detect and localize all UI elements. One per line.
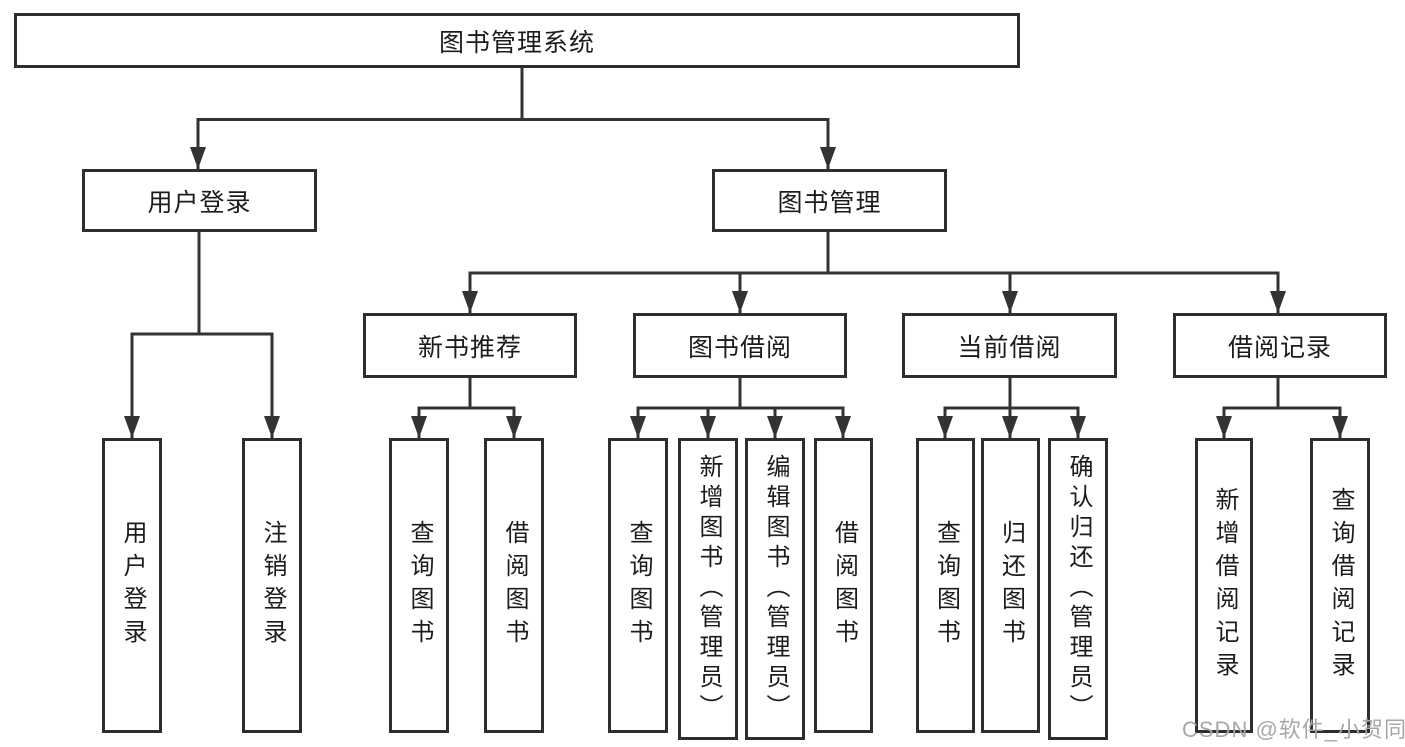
node-logout: 注销登录 <box>242 438 302 733</box>
csdn-watermark: CSDN @软件_小贺同学 <box>1182 717 1405 742</box>
node-query-borrow-record: 查询借阅记录 <box>1310 438 1370 733</box>
node-user-login-leaf: 用户登录 <box>102 438 162 733</box>
node-current-borrow: 当前借阅 <box>902 313 1117 378</box>
node-book-management: 图书管理 <box>712 169 947 232</box>
node-library-system: 图书管理系统 <box>14 13 1020 68</box>
node-edit-books-admin: 编辑图书（管理员） <box>745 438 805 740</box>
node-query-books-current: 查询图书 <box>916 438 975 733</box>
node-query-books-recommend: 查询图书 <box>389 438 449 733</box>
node-new-book-recommend: 新书推荐 <box>363 313 577 378</box>
node-return-books: 归还图书 <box>981 438 1040 733</box>
node-borrow-records: 借阅记录 <box>1173 313 1387 378</box>
node-add-borrow-record: 新增借阅记录 <box>1195 438 1253 733</box>
node-book-borrow: 图书借阅 <box>633 313 847 378</box>
node-confirm-return-admin: 确认归还（管理员） <box>1048 438 1108 740</box>
node-borrow-books-recommend: 借阅图书 <box>484 438 544 733</box>
node-query-books-borrow: 查询图书 <box>608 438 668 733</box>
node-borrow-books-leaf: 借阅图书 <box>814 438 873 733</box>
node-user-login: 用户登录 <box>82 169 317 232</box>
node-add-books-admin: 新增图书（管理员） <box>678 438 738 740</box>
